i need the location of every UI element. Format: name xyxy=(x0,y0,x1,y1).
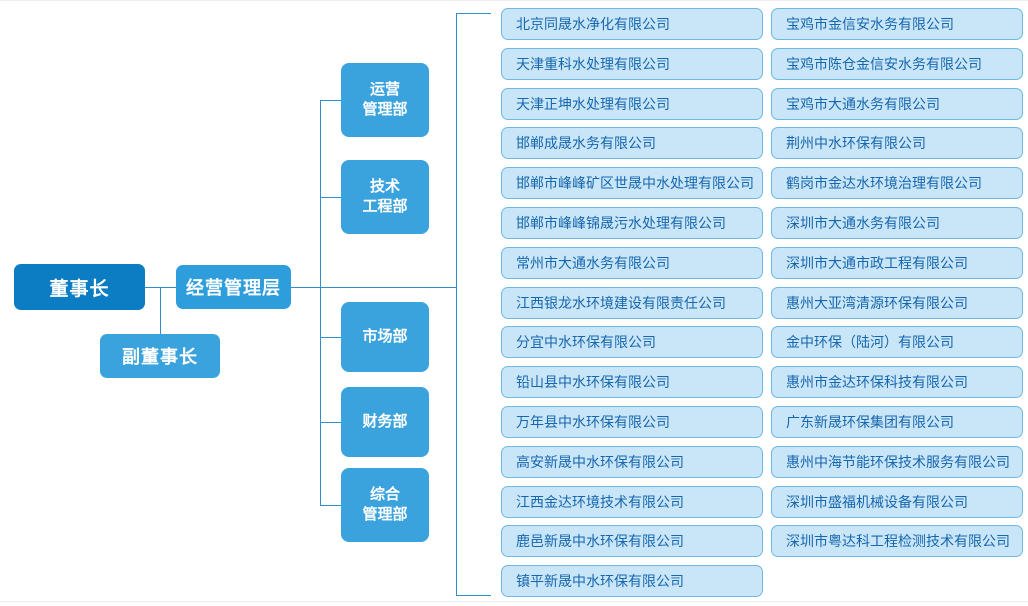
subsidiary-label: 宝鸡市金信安水务有限公司 xyxy=(786,16,954,32)
subsidiary-label: 深圳市盛福机械设备有限公司 xyxy=(786,493,968,510)
subsidiary-label: 邯郸市峰峰锦晟污水处理有限公司 xyxy=(516,215,726,231)
connector-dept-technology xyxy=(320,197,341,198)
subsidiary-label: 万年县中水环保有限公司 xyxy=(516,414,670,430)
subsidiary-label: 邯郸成晟水务有限公司 xyxy=(516,135,656,152)
connector-dept-operations xyxy=(320,100,341,101)
subsidiary-label: 宝鸡市陈仓金信安水务有限公司 xyxy=(786,55,982,72)
subsidiary-label: 天津正坤水处理有限公司 xyxy=(516,95,670,112)
subsidiary-box[interactable]: 宝鸡市金信安水务有限公司 xyxy=(771,8,1023,40)
subsidiary-box[interactable]: 深圳市粤达科工程检测技术有限公司 xyxy=(771,525,1023,558)
subsidiary-box[interactable]: 金中环保（陆河）有限公司 xyxy=(771,326,1023,359)
top-divider xyxy=(0,0,1028,1)
subsidiary-label: 荆州中水环保有限公司 xyxy=(786,135,926,152)
subsidiary-label: 惠州大亚湾清源环保有限公司 xyxy=(786,294,968,311)
department-label: 综合 管理部 xyxy=(362,486,408,523)
subsidiary-box[interactable]: 深圳市大通市政工程有限公司 xyxy=(771,246,1023,279)
vice-chairman-label: 副董事长 xyxy=(122,347,198,367)
subsidiary-box[interactable]: 高安新晟中水环保有限公司 xyxy=(501,445,763,478)
subsidiary-label: 天津重科水处理有限公司 xyxy=(516,55,670,72)
subsidiary-box[interactable]: 镇平新晟中水环保有限公司 xyxy=(501,565,763,598)
chairman-label: 董事长 xyxy=(49,278,110,300)
department-box-general[interactable]: 综合 管理部 xyxy=(341,468,429,542)
subsidiary-box[interactable]: 惠州中海节能环保技术服务有限公司 xyxy=(771,445,1023,478)
subsidiary-box[interactable]: 万年县中水环保有限公司 xyxy=(501,406,763,438)
subsidiary-box[interactable]: 天津重科水处理有限公司 xyxy=(501,47,763,80)
subsidiary-box[interactable]: 邯郸成晟水务有限公司 xyxy=(501,127,763,160)
connector-subsidiary-bracket-bottom xyxy=(456,595,491,596)
connector-chairman-vice-vertical xyxy=(160,287,161,356)
connector-department-spine xyxy=(320,100,321,506)
subsidiary-label: 深圳市大通水务有限公司 xyxy=(786,215,940,231)
subsidiary-label: 铅山县中水环保有限公司 xyxy=(516,374,670,391)
department-box-finance[interactable]: 财务部 xyxy=(341,387,429,457)
subsidiary-label: 江西银龙水环境建设有限责任公司 xyxy=(516,294,726,311)
subsidiary-box[interactable]: 江西银龙水环境建设有限责任公司 xyxy=(501,286,763,319)
subsidiary-box[interactable]: 分宜中水环保有限公司 xyxy=(501,326,763,359)
department-box-technology[interactable]: 技术 工程部 xyxy=(341,160,429,234)
department-label: 运营 管理部 xyxy=(362,81,408,118)
subsidiary-box[interactable]: 江西金达环境技术有限公司 xyxy=(501,485,763,518)
subsidiary-box[interactable]: 广东新晟环保集团有限公司 xyxy=(771,406,1023,438)
bottom-divider xyxy=(0,601,1028,602)
subsidiary-box[interactable]: 鹿邑新晟中水环保有限公司 xyxy=(501,525,763,558)
connector-dept-finance xyxy=(320,422,341,423)
subsidiary-box[interactable]: 常州市大通水务有限公司 xyxy=(501,246,763,279)
subsidiary-box[interactable]: 北京同晟水净化有限公司 xyxy=(501,8,763,40)
subsidiary-box[interactable]: 深圳市盛福机械设备有限公司 xyxy=(771,485,1023,518)
connector-subsidiary-lead xyxy=(320,287,457,288)
subsidiary-box[interactable]: 宝鸡市陈仓金信安水务有限公司 xyxy=(771,47,1023,80)
department-label: 技术 工程部 xyxy=(362,178,408,215)
department-label: 市场部 xyxy=(362,328,408,345)
subsidiary-label: 高安新晟中水环保有限公司 xyxy=(516,453,684,470)
connector-management-right xyxy=(291,287,321,288)
subsidiary-label: 鹿邑新晟中水环保有限公司 xyxy=(516,533,684,550)
subsidiary-box[interactable]: 荆州中水环保有限公司 xyxy=(771,127,1023,160)
subsidiary-label: 鹤岗市金达水环境治理有限公司 xyxy=(786,175,982,192)
department-box-operations[interactable]: 运营 管理部 xyxy=(341,63,429,137)
subsidiary-box[interactable]: 惠州大亚湾清源环保有限公司 xyxy=(771,286,1023,319)
subsidiary-label: 邯郸市峰峰矿区世晟中水处理有限公司 xyxy=(516,175,754,192)
subsidiary-label: 宝鸡市大通水务有限公司 xyxy=(786,95,940,112)
connector-dept-marketing xyxy=(320,337,341,338)
subsidiary-label: 江西金达环境技术有限公司 xyxy=(516,493,684,510)
subsidiary-box[interactable]: 惠州市金达环保科技有限公司 xyxy=(771,366,1023,399)
subsidiary-box[interactable]: 鹤岗市金达水环境治理有限公司 xyxy=(771,167,1023,200)
department-label: 财务部 xyxy=(362,413,408,430)
connector-subsidiary-bracket-top xyxy=(456,13,491,14)
subsidiary-box[interactable]: 邯郸市峰峰锦晟污水处理有限公司 xyxy=(501,207,763,239)
connector-subsidiary-bracket xyxy=(456,13,457,596)
subsidiary-box[interactable]: 邯郸市峰峰矿区世晟中水处理有限公司 xyxy=(501,167,763,200)
subsidiary-box[interactable]: 深圳市大通水务有限公司 xyxy=(771,207,1023,239)
connector-dept-general xyxy=(320,505,341,506)
subsidiary-box[interactable]: 铅山县中水环保有限公司 xyxy=(501,366,763,399)
vice-chairman-box[interactable]: 副董事长 xyxy=(100,334,220,378)
management-layer-label: 经营管理层 xyxy=(186,278,281,298)
subsidiary-label: 镇平新晟中水环保有限公司 xyxy=(516,573,684,590)
chairman-box[interactable]: 董事长 xyxy=(14,264,145,310)
subsidiary-label: 金中环保（陆河）有限公司 xyxy=(786,334,954,351)
subsidiary-label: 深圳市大通市政工程有限公司 xyxy=(786,254,968,271)
subsidiary-box[interactable]: 宝鸡市大通水务有限公司 xyxy=(771,87,1023,120)
subsidiary-label: 常州市大通水务有限公司 xyxy=(516,254,670,271)
subsidiary-label: 广东新晟环保集团有限公司 xyxy=(786,414,954,430)
management-layer-box[interactable]: 经营管理层 xyxy=(176,265,291,309)
subsidiary-label: 分宜中水环保有限公司 xyxy=(516,334,656,351)
subsidiary-label: 深圳市粤达科工程检测技术有限公司 xyxy=(786,533,1010,550)
subsidiary-label: 北京同晟水净化有限公司 xyxy=(516,16,670,32)
subsidiary-label: 惠州市金达环保科技有限公司 xyxy=(786,374,968,391)
department-box-marketing[interactable]: 市场部 xyxy=(341,302,429,372)
subsidiary-label: 惠州中海节能环保技术服务有限公司 xyxy=(786,453,1010,470)
subsidiary-box[interactable]: 天津正坤水处理有限公司 xyxy=(501,87,763,120)
